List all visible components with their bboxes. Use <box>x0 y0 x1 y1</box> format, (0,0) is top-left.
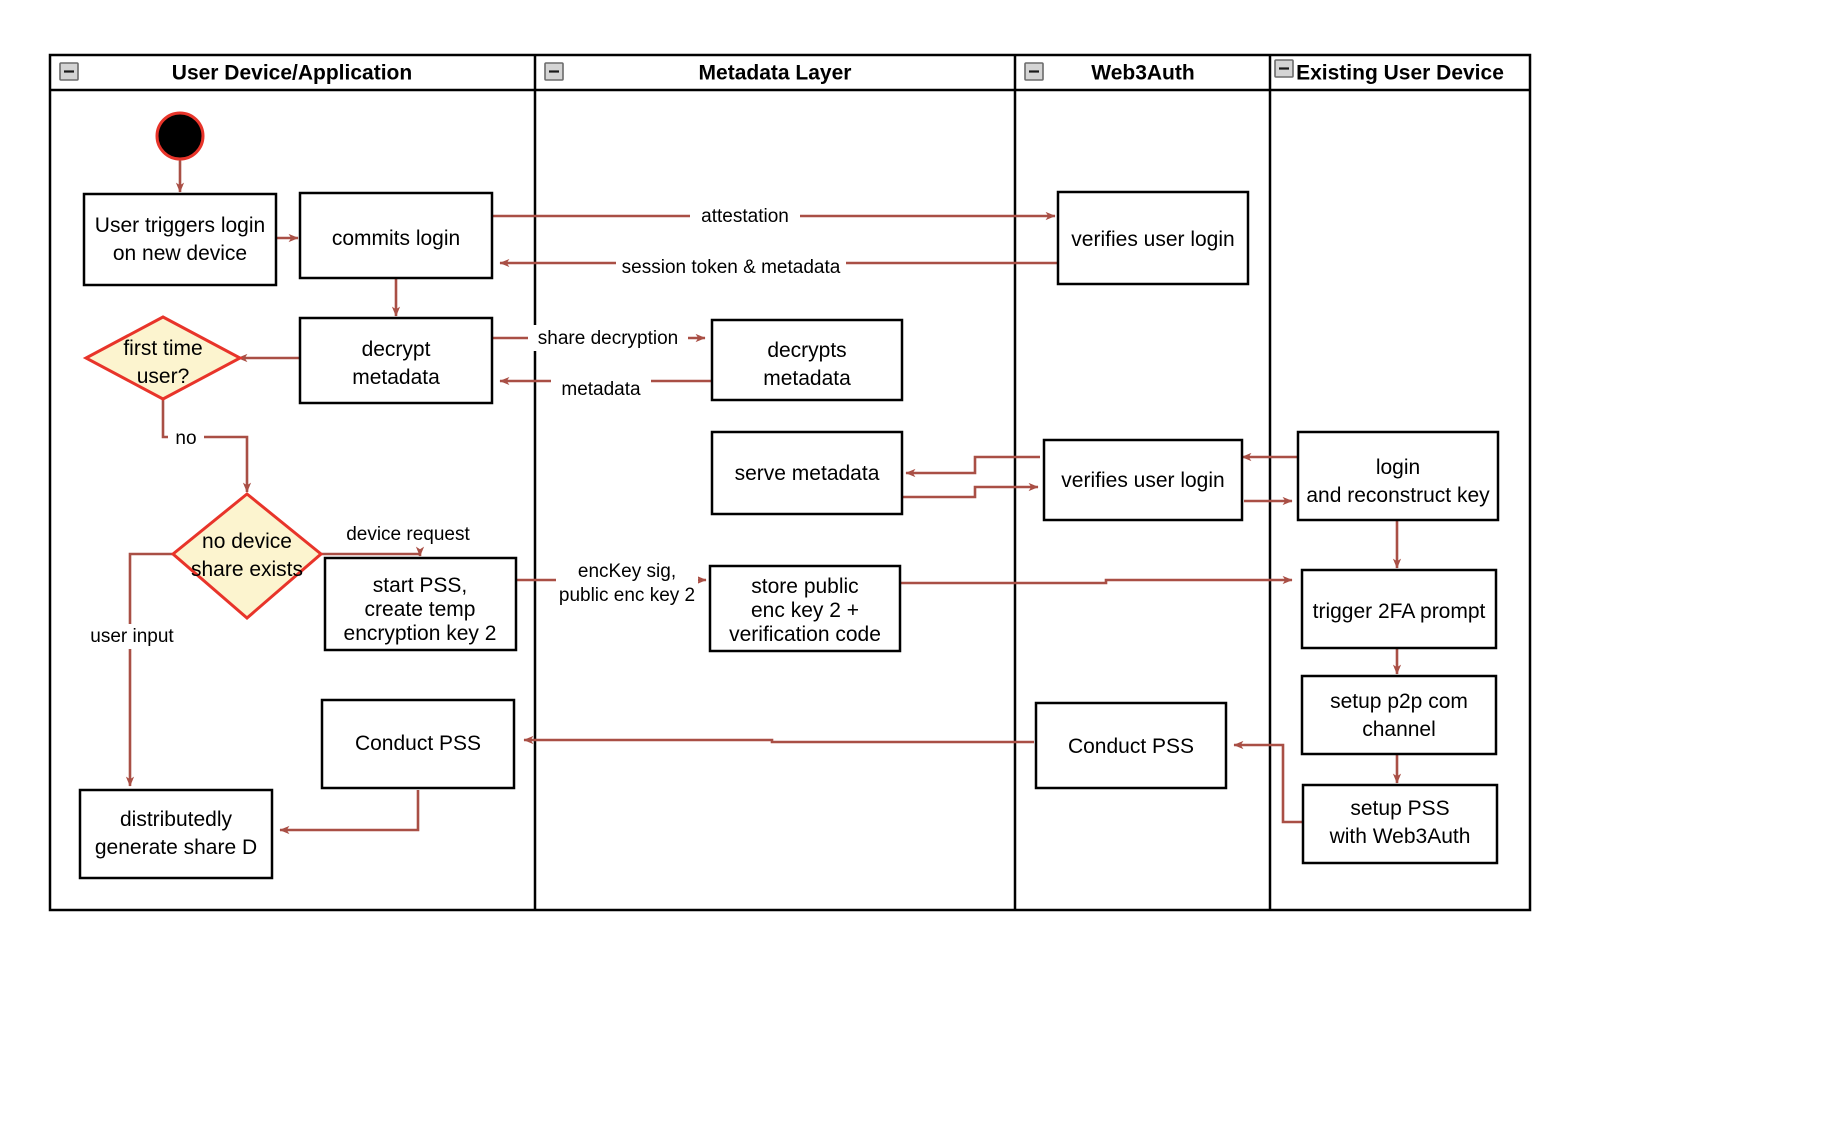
minus-icon[interactable] <box>1274 59 1294 78</box>
edge-label-attestation: attestation <box>701 206 789 227</box>
node-label-line1: decrypt <box>362 338 431 361</box>
node-verifies-user-login-1[interactable]: verifies user login <box>1056 190 1250 286</box>
node-label-line1: no device <box>202 530 292 553</box>
node-label-line1: User triggers login <box>95 214 265 237</box>
edge-labels-layer: attestation session token & metadata sha… <box>78 203 846 649</box>
node-label-line1: first time <box>123 337 202 360</box>
node-first-time-user[interactable]: first time user? <box>82 315 244 401</box>
node-setup-pss-web3auth[interactable]: setup PSS with Web3Auth <box>1301 783 1499 865</box>
edge-verifies2-to-serve <box>905 455 1040 478</box>
edge-label-user-input: user input <box>90 626 174 647</box>
node-label-line1: store public <box>751 575 858 598</box>
lane-header-web3auth[interactable]: Web3Auth <box>1024 62 1195 85</box>
node-decrypts-metadata[interactable]: decrypts metadata <box>710 318 904 402</box>
edge-firsttime-to-nodevice <box>161 398 252 493</box>
edge-label-enckey-sig-line2: public enc key 2 <box>559 585 695 606</box>
node-label-line1: setup p2p com <box>1330 690 1468 713</box>
node-label: serve metadata <box>735 462 880 485</box>
node-distributedly-generate-share-d[interactable]: distributedly generate share D <box>78 788 274 880</box>
node-label-line2: with Web3Auth <box>1329 825 1471 848</box>
edge-label-share-decryption: share decryption <box>538 328 678 349</box>
node-commits-login[interactable]: commits login <box>298 191 494 280</box>
node-label: Conduct PSS <box>1068 735 1194 758</box>
node-serve-metadata[interactable]: serve metadata <box>710 430 904 516</box>
minus-icon[interactable] <box>544 62 564 81</box>
node-label-line2: metadata <box>352 366 440 389</box>
edge-label-no: no <box>175 428 196 449</box>
node-setup-p2p-channel[interactable]: setup p2p com channel <box>1300 674 1498 756</box>
lane-header-label: Web3Auth <box>1091 62 1194 85</box>
node-no-device-share-exists[interactable]: no device share exists <box>170 492 324 620</box>
edge-label-device-request: device request <box>346 524 470 545</box>
edge-nodevice-to-startpss <box>319 546 425 557</box>
lane-header-label: Metadata Layer <box>699 62 852 85</box>
node-label-line3: encryption key 2 <box>344 622 497 645</box>
node-conduct-pss-right[interactable]: Conduct PSS <box>1034 701 1228 790</box>
node-conduct-pss-left[interactable]: Conduct PSS <box>320 698 516 790</box>
node-label-line2: share exists <box>191 558 303 581</box>
node-label-line1: login <box>1376 456 1420 479</box>
edge-nodevice-to-distributed <box>125 552 175 787</box>
start-node[interactable] <box>155 111 205 161</box>
node-label-line2: user? <box>137 365 190 388</box>
node-label: trigger 2FA prompt <box>1313 600 1486 623</box>
node-label-line2: metadata <box>763 367 851 390</box>
node-verifies-user-login-2[interactable]: verifies user login <box>1042 438 1244 522</box>
node-label: verifies user login <box>1071 228 1234 251</box>
node-user-triggers-login[interactable]: User triggers login on new device <box>82 192 278 287</box>
node-label: Conduct PSS <box>355 732 481 755</box>
node-label-line2: generate share D <box>95 836 257 859</box>
node-label-line2: channel <box>1362 718 1436 741</box>
node-label-line2: and reconstruct key <box>1306 484 1490 507</box>
node-login-reconstruct-key[interactable]: login and reconstruct key <box>1296 430 1500 522</box>
node-label: commits login <box>332 227 460 250</box>
edge-setuppss-to-conductpss-right <box>1233 740 1303 824</box>
node-label: verifies user login <box>1061 469 1224 492</box>
node-label-line2: create temp <box>365 598 476 621</box>
minus-icon[interactable] <box>1024 62 1044 81</box>
node-label-line3: verification code <box>729 623 881 646</box>
edge-serve-to-verifies2 <box>900 482 1039 499</box>
node-label-line1: decrypts <box>767 339 846 362</box>
lane-header-user-device[interactable]: User Device/Application <box>59 62 412 85</box>
node-label-line2: enc key 2 + <box>751 599 859 622</box>
node-store-public-enc-key[interactable]: store public enc key 2 + verification co… <box>708 564 902 653</box>
node-label-line1: start PSS, <box>373 574 468 597</box>
lane-header-label: Existing User Device <box>1296 62 1504 85</box>
edge-label-enckey-sig-line1: encKey sig, <box>578 561 676 582</box>
node-start-pss[interactable]: start PSS, create temp encryption key 2 <box>323 556 518 652</box>
edge-store-to-trigger2fa <box>900 575 1293 585</box>
minus-icon[interactable] <box>59 62 79 81</box>
node-label-line1: distributedly <box>120 808 233 831</box>
edge-label-session-token: session token & metadata <box>622 257 841 278</box>
edge-conductpss-left-to-distributed <box>279 790 420 835</box>
node-label-line2: on new device <box>113 242 247 265</box>
edge-conductpss-right-to-left <box>523 735 1034 745</box>
node-label-line1: setup PSS <box>1350 797 1449 820</box>
edge-label-metadata: metadata <box>561 379 641 400</box>
node-trigger-2fa-prompt[interactable]: trigger 2FA prompt <box>1300 568 1498 650</box>
lane-header-label: User Device/Application <box>172 62 412 85</box>
lane-header-existing-device[interactable]: Existing User Device <box>1274 59 1504 85</box>
lane-header-metadata[interactable]: Metadata Layer <box>544 62 852 85</box>
node-decrypt-metadata[interactable]: decrypt metadata <box>298 316 494 405</box>
